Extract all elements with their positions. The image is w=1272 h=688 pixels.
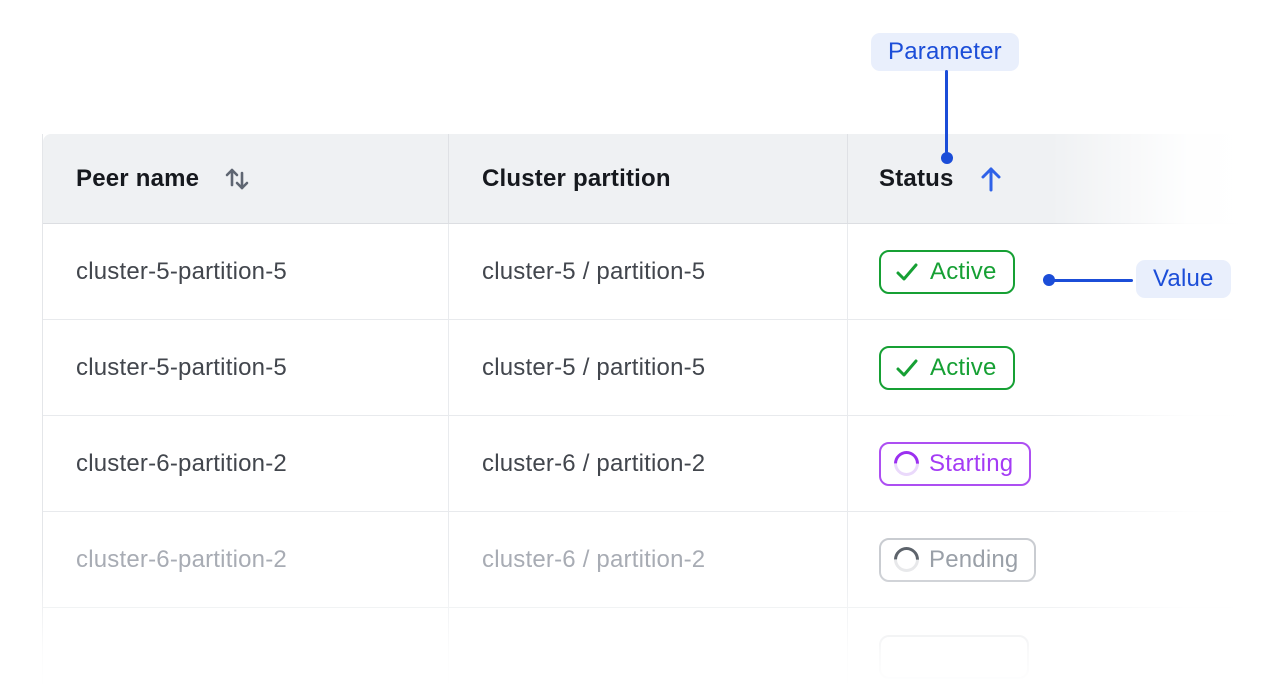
table-row[interactable]: cluster-6-partition-2 cluster-6 / partit… xyxy=(43,416,1240,512)
table-row[interactable]: cluster-5-partition-5 cluster-5 / partit… xyxy=(43,224,1240,320)
status-badge-pending: Pending xyxy=(879,537,1037,582)
parameter-connector-dot xyxy=(941,152,953,164)
annotation-value-pill: Value xyxy=(1136,260,1231,298)
column-header-peer-name[interactable]: Peer name xyxy=(43,134,449,223)
cluster-partition-cell: cluster-6 / partition-2 xyxy=(449,416,848,511)
value-connector-line xyxy=(1049,279,1133,282)
peer-name-cell: cluster-6-partition-2 xyxy=(43,512,449,607)
cluster-partition-cell xyxy=(449,608,848,685)
table-row[interactable]: cluster-5-partition-5 cluster-5 / partit… xyxy=(43,320,1240,416)
status-cell: Pending xyxy=(848,512,1240,607)
column-header-label: Cluster partition xyxy=(482,164,671,192)
peer-name-cell: cluster-5-partition-5 xyxy=(43,320,449,415)
status-cell: Starting xyxy=(848,416,1240,511)
peer-name-cell: cluster-5-partition-5 xyxy=(43,224,449,319)
sort-both-icon[interactable] xyxy=(222,164,252,194)
check-icon xyxy=(894,355,920,381)
parameter-connector-line xyxy=(945,70,948,153)
sort-ascending-icon[interactable] xyxy=(977,164,1005,194)
status-badge-active: Active xyxy=(879,345,1015,390)
cluster-partition-cell: cluster-5 / partition-5 xyxy=(449,224,848,319)
column-header-status[interactable]: Status xyxy=(848,134,1240,223)
table-row[interactable]: cluster-6-partition-2 cluster-6 / partit… xyxy=(43,512,1240,608)
check-icon xyxy=(894,259,920,285)
status-badge-label: Active xyxy=(930,353,997,381)
peer-name-cell xyxy=(43,608,449,685)
annotation-parameter-pill: Parameter xyxy=(871,33,1019,71)
column-header-label: Status xyxy=(879,164,954,192)
status-badge-active: Active xyxy=(879,249,1015,294)
status-badge-label: Pending xyxy=(929,545,1019,573)
annotation-value-label: Value xyxy=(1153,265,1214,292)
peers-table: Peer name Cluster partition Status xyxy=(42,134,1240,685)
status-cell xyxy=(848,608,1240,685)
status-badge-label: Starting xyxy=(929,449,1014,477)
value-connector-dot xyxy=(1043,274,1055,286)
status-cell: Active xyxy=(848,320,1240,415)
status-badge-label: Active xyxy=(930,257,997,285)
status-badge-starting: Starting xyxy=(879,441,1032,486)
cluster-partition-cell: cluster-6 / partition-2 xyxy=(449,512,848,607)
table-header-row: Peer name Cluster partition Status xyxy=(43,134,1240,224)
status-cell: Active xyxy=(848,224,1240,319)
cluster-partition-cell: cluster-5 / partition-5 xyxy=(449,320,848,415)
status-badge-ghost xyxy=(879,635,1029,679)
table-row-partial xyxy=(43,608,1240,685)
annotation-parameter-label: Parameter xyxy=(888,38,1002,65)
column-header-label: Peer name xyxy=(76,164,200,192)
spinner-icon xyxy=(888,541,925,578)
spinner-icon xyxy=(888,445,925,482)
peer-name-cell: cluster-6-partition-2 xyxy=(43,416,449,511)
column-header-cluster-partition[interactable]: Cluster partition xyxy=(449,134,848,223)
